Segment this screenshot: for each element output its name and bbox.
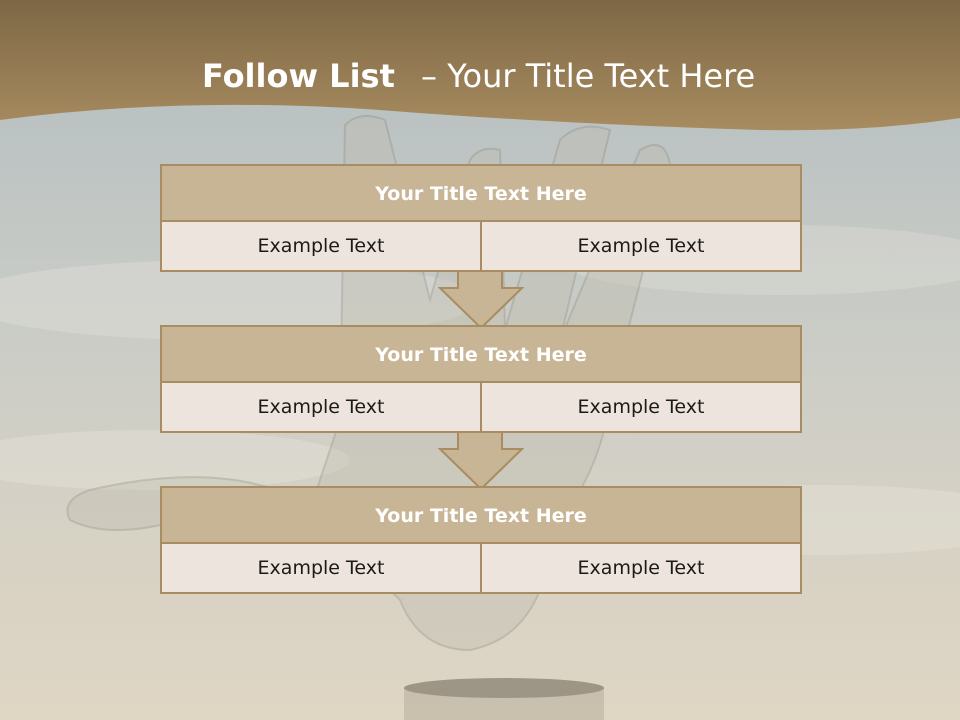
slide-title-rest: Your Title Text Here: [447, 57, 756, 95]
block-left-cell: Example Text: [162, 383, 482, 431]
block-left-cell: Example Text: [162, 544, 482, 592]
down-arrow-icon: [438, 431, 524, 491]
block-title: Your Title Text Here: [162, 488, 800, 544]
block-right-cell: Example Text: [577, 557, 705, 579]
block-title: Your Title Text Here: [162, 166, 800, 222]
list-block-3: Your Title Text Here Example Text Exampl…: [160, 486, 802, 594]
down-arrow-icon: [438, 270, 524, 330]
slide-title: Follow List – Your Title Text Here: [202, 56, 755, 96]
slide-title-separator: –: [421, 57, 438, 95]
header-band: [0, 0, 960, 131]
block-right-cell: Example Text: [577, 396, 705, 418]
block-title: Your Title Text Here: [162, 327, 800, 383]
block-right-cell: Example Text: [577, 235, 705, 257]
list-block-1: Your Title Text Here Example Text Exampl…: [160, 164, 802, 272]
list-block-2: Your Title Text Here Example Text Exampl…: [160, 325, 802, 433]
slide-title-bold: Follow List: [202, 57, 395, 95]
block-left-cell: Example Text: [162, 222, 482, 270]
